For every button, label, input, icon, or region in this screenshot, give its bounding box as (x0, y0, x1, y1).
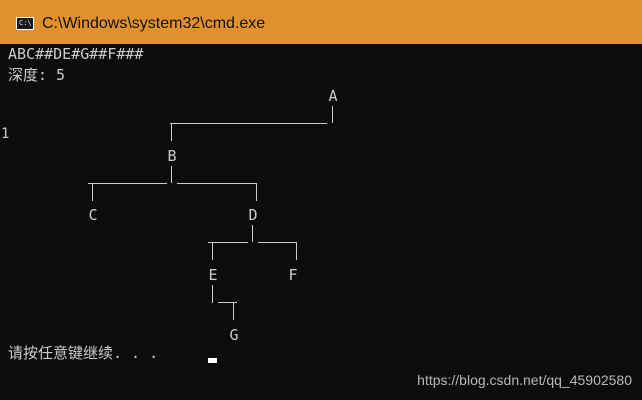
console-output[interactable]: ABC##DE#G##F### 深度: 5 1 A B C D E F G 请按… (0, 44, 642, 400)
tree-connector (177, 183, 257, 184)
window-title: C:\Windows\system32\cmd.exe (42, 15, 266, 32)
tree-node-d: D (248, 206, 258, 224)
output-line-depth: 深度: 5 (8, 66, 66, 84)
tree-connector (212, 242, 213, 260)
text-cursor (208, 358, 217, 363)
tree-node-a: A (328, 87, 338, 105)
tree-connector (233, 302, 234, 320)
tree-node-c: C (88, 206, 98, 224)
output-line-sequence: ABC##DE#G##F### (8, 45, 144, 63)
blog-watermark: https://blog.csdn.net/qq_45902580 (417, 372, 632, 388)
tree-connector (212, 285, 213, 303)
tree-connector (296, 242, 297, 260)
tree-node-b: B (167, 147, 177, 165)
tree-connector (218, 302, 237, 303)
tree-connector (88, 183, 167, 184)
tree-connector (256, 183, 257, 201)
tree-connector (258, 242, 297, 243)
tree-connector (252, 225, 253, 242)
tree-node-f: F (288, 266, 298, 284)
tree-connector (92, 183, 93, 201)
tree-node-g: G (229, 326, 239, 344)
window-titlebar[interactable]: C:\. C:\Windows\system32\cmd.exe (0, 0, 642, 44)
tree-connector (170, 123, 327, 124)
cmd-icon-label: C:\. (19, 19, 36, 27)
tree-connector (171, 166, 172, 183)
tree-connector (332, 106, 333, 123)
press-any-key-prompt: 请按任意键继续. . . (8, 344, 159, 362)
left-edge-mark: 1 (1, 126, 10, 142)
tree-connector (208, 242, 248, 243)
cmd-icon: C:\. (16, 17, 36, 30)
tree-node-e: E (208, 266, 218, 284)
tree-connector (171, 123, 172, 141)
